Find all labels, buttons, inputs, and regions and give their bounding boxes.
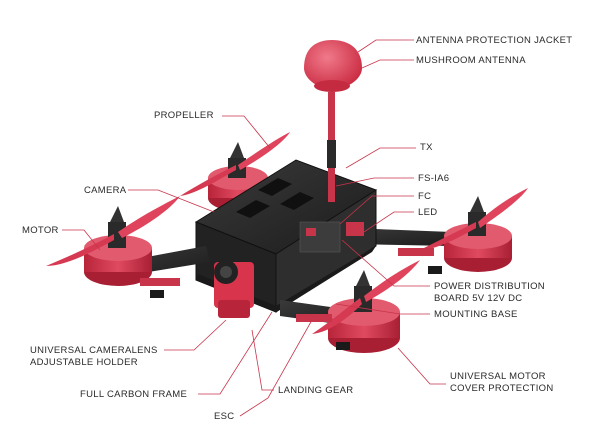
- label-full-carbon-frame: FULL CARBON FRAME: [80, 389, 188, 400]
- label-camera-holder-line1: UNIVERSAL CAMERALENS: [30, 345, 158, 356]
- label-fc: FC: [418, 191, 432, 202]
- label-propeller: PROPELLER: [154, 110, 214, 121]
- label-tx: TX: [420, 142, 433, 153]
- leader-fc: [339, 195, 414, 225]
- leader-led: [363, 211, 414, 233]
- label-mushroom-antenna: MUSHROOM ANTENNA: [416, 55, 526, 66]
- label-camera-holder-line2: ADJUSTABLE HOLDER: [30, 357, 138, 368]
- leader-motor: [62, 229, 101, 251]
- leader-fs-ia6: [335, 177, 414, 187]
- label-led: LED: [418, 207, 438, 218]
- camera-lens: [214, 260, 238, 284]
- label-esc: ESC: [214, 411, 235, 422]
- leader-mushroom-antenna: [361, 59, 414, 69]
- leader-power: [341, 239, 430, 287]
- leader-antenna-jacket: [357, 39, 414, 53]
- rear-right-propeller: [420, 188, 528, 250]
- leader-tx: [345, 147, 416, 169]
- label-camera: CAMERA: [84, 185, 127, 196]
- label-landing-gear: LANDING GEAR: [278, 385, 354, 396]
- leader-camera-holder: [164, 319, 227, 351]
- leader-lines: [62, 39, 446, 417]
- label-motor-cover-line2: COVER PROTECTION: [450, 383, 554, 394]
- label-motor: MOTOR: [22, 225, 59, 236]
- label-power-distribution-line2: BOARD 5V 12V DC: [434, 293, 523, 304]
- label-fs-ia6: FS-IA6: [418, 173, 450, 184]
- front-right-propeller: [312, 260, 420, 334]
- leader-esc: [239, 319, 313, 417]
- landing-gear: [150, 266, 442, 350]
- leader-propeller: [222, 115, 271, 149]
- front-left-propeller: [46, 196, 180, 266]
- label-antenna-protection-jacket: ANTENNA PROTECTION JACKET: [416, 35, 573, 46]
- fc-board: [299, 221, 341, 253]
- leader-landing-gear: [251, 329, 274, 391]
- leader-carbon-frame: [198, 311, 273, 395]
- front-left-motor: [84, 206, 152, 286]
- label-power-distribution-line1: POWER DISTRIBUTION: [434, 281, 545, 292]
- label-motor-cover-line1: UNIVERSAL MOTOR: [450, 371, 546, 382]
- leader-camera: [128, 189, 215, 213]
- leader-mounting-base: [335, 303, 430, 315]
- label-mounting-base: MOUNTING BASE: [434, 309, 518, 320]
- leader-motor-cover: [397, 347, 446, 385]
- antenna: [304, 40, 362, 202]
- led-strip: [346, 222, 364, 236]
- esc-board: [140, 248, 434, 322]
- rear-left-propeller: [180, 132, 290, 196]
